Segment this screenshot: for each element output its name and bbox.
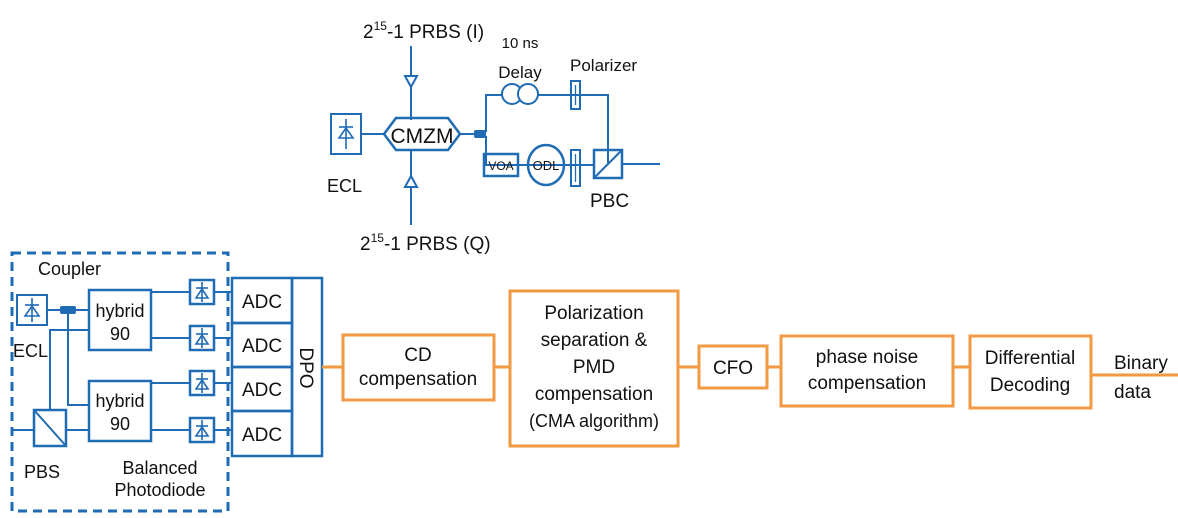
prbs-q-label: 215-1 PRBS (Q) xyxy=(360,231,491,255)
adc-1-label: ADC xyxy=(242,292,282,313)
dpo-label: DPO xyxy=(295,347,316,388)
prbs-i-label: 215-1 PRBS (I) xyxy=(363,19,484,43)
tx-laser-diode-icon xyxy=(337,119,355,149)
rx-laser-diode-icon xyxy=(23,298,41,322)
pbs-label: PBS xyxy=(24,462,60,482)
adc-3-label: ADC xyxy=(242,380,282,401)
photodiode-4-icon xyxy=(188,416,216,444)
odl-label: ODL xyxy=(533,158,560,173)
tx-ecl-label: ECL xyxy=(327,176,362,196)
cfo-label: CFO xyxy=(713,358,753,379)
photodiode-3-icon xyxy=(188,369,216,397)
lower-branch-line xyxy=(485,136,594,166)
hybrid2-box xyxy=(87,379,153,443)
delay-coil-icon xyxy=(501,83,539,105)
adc-4-label: ADC xyxy=(242,425,282,446)
pol-line4: compensation xyxy=(535,384,653,405)
pol-line1: Polarization xyxy=(544,303,643,324)
cd-line2: compensation xyxy=(359,369,477,390)
polarizer-label: Polarizer xyxy=(570,56,637,75)
receiver-section: Coupler ECL PBS hybrid 90 hybrid 90 xyxy=(10,251,324,513)
prbs-i-arrow-icon xyxy=(403,75,419,90)
cmzm-label: CMZM xyxy=(391,125,454,148)
cd-line1: CD xyxy=(404,345,431,366)
dsp-chain: CD compensation Polarization separation … xyxy=(322,289,1178,448)
pbs-to-hybrid1 xyxy=(49,329,89,410)
rx-ecl-label: ECL xyxy=(13,341,48,361)
prbs-q-arrow-icon xyxy=(403,173,419,188)
pbc-label: PBC xyxy=(590,191,629,212)
transmitter-section: 215-1 PRBS (I) ECL CMZM 215-1 PRBS (Q) xyxy=(327,19,660,255)
pol-line5: (CMA algorithm) xyxy=(529,411,659,431)
pn-line2: compensation xyxy=(808,373,926,394)
upper-branch-line xyxy=(485,94,609,163)
hybrid1-line2: 90 xyxy=(110,324,130,344)
pbc-diagonal xyxy=(593,149,623,179)
hybrid1-line1: hybrid xyxy=(95,301,144,321)
phase-noise-box xyxy=(779,334,955,408)
delay-label-line1: 10 ns xyxy=(502,35,539,52)
polarizer-upper xyxy=(570,80,581,110)
hybrid2-line1: hybrid xyxy=(95,391,144,411)
tx-splitter xyxy=(474,130,486,138)
pol-line2: separation & xyxy=(541,330,648,351)
differential-decoding-box xyxy=(968,334,1093,410)
output-line2: data xyxy=(1114,382,1151,403)
adc-2-label: ADC xyxy=(242,336,282,357)
balanced-label-line2: Photodiode xyxy=(114,480,205,500)
delay-label-line2: Delay xyxy=(498,63,542,82)
voa-box xyxy=(482,152,520,178)
diff-line2: Decoding xyxy=(990,375,1070,396)
coupler-label: Coupler xyxy=(38,259,101,279)
pol-line3: PMD xyxy=(573,357,615,378)
hybrid1-box xyxy=(87,288,153,352)
photodiode-2-icon xyxy=(188,324,216,352)
output-line1: Binary xyxy=(1114,353,1168,374)
polarizer-lower xyxy=(570,149,581,187)
odl-element xyxy=(526,143,566,187)
photodiode-1-icon xyxy=(188,278,216,306)
hybrid2-line2: 90 xyxy=(110,414,130,434)
balanced-label-line1: Balanced xyxy=(122,458,197,478)
diff-line1: Differential xyxy=(985,348,1075,369)
coupler-to-hybrid2 xyxy=(67,314,89,406)
pn-line1: phase noise xyxy=(816,347,918,368)
voa-label: VOA xyxy=(488,159,513,173)
pbs-diagonal xyxy=(33,409,67,447)
rx-coupler xyxy=(60,306,76,314)
